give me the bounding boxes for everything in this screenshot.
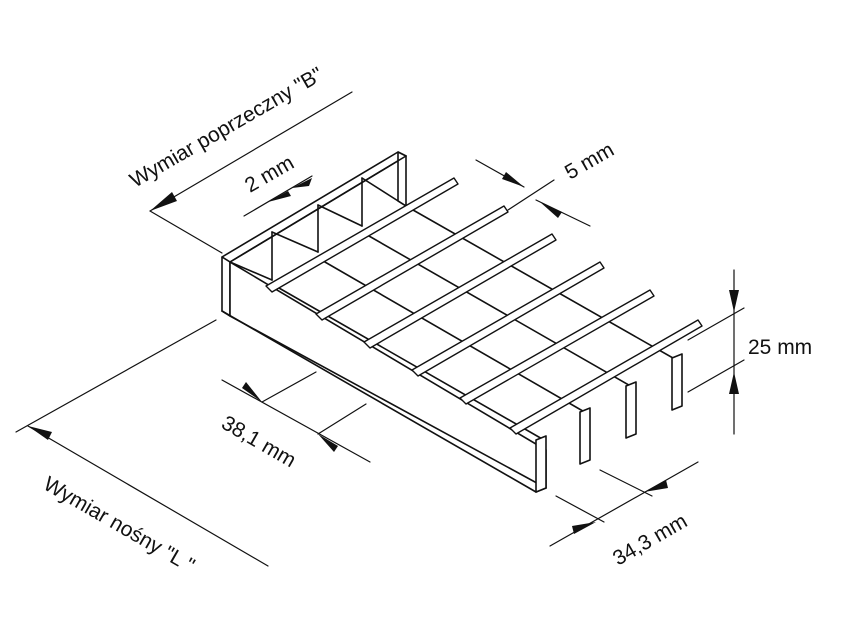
bearing-bars bbox=[271, 205, 681, 441]
length-dimension-label: Wymiar nośny "L " bbox=[40, 472, 199, 577]
cell-edge-a bbox=[229, 261, 273, 281]
height-ext-bottom bbox=[687, 359, 745, 393]
end-frame-top bbox=[221, 151, 407, 263]
bar-end-1 bbox=[535, 435, 547, 493]
bpitch-ext-2 bbox=[599, 469, 653, 497]
bpitch-ext-1 bbox=[555, 495, 605, 523]
crossbar-arrow-a bbox=[502, 172, 524, 187]
bar-thickness-label: 2 mm bbox=[241, 151, 298, 197]
grating-body bbox=[221, 151, 703, 493]
pitch-dim-line bbox=[221, 379, 371, 463]
end-frame-front bbox=[221, 256, 231, 317]
bearing-bar-ends bbox=[535, 353, 683, 493]
cross-bar-2 bbox=[315, 205, 509, 321]
bpitch-arrow-b bbox=[644, 480, 668, 492]
crossbar-ext-3 bbox=[507, 179, 555, 211]
cross-bars bbox=[265, 177, 703, 435]
bpitch-arrow-a bbox=[572, 522, 596, 534]
length-ext-line bbox=[15, 319, 217, 433]
cross-bar-width-label: 5 mm bbox=[561, 138, 618, 184]
cell-edge-c bbox=[317, 204, 363, 227]
pitch-arrow-b bbox=[318, 434, 338, 452]
bar-end-4 bbox=[671, 353, 683, 411]
cell-edge-d bbox=[361, 177, 407, 207]
bearing-bar-edge-3 bbox=[361, 231, 635, 389]
bearing-bar-pitch-label: 34,3 mm bbox=[609, 510, 691, 571]
crossbar-arrow-b bbox=[540, 202, 562, 218]
thickness-dim-line bbox=[243, 175, 313, 217]
cell-edge-b bbox=[271, 231, 319, 253]
cross-bar-3 bbox=[363, 233, 557, 349]
width-ext-line bbox=[149, 210, 223, 254]
length-arrow-head bbox=[28, 426, 52, 440]
thickness-arrow-a bbox=[268, 191, 291, 202]
cross-bar-4 bbox=[411, 261, 605, 377]
bar-height-dimension: 25 mm bbox=[687, 269, 812, 435]
width-arrow-head bbox=[150, 192, 177, 211]
cross-bar-6 bbox=[509, 319, 703, 435]
cross-bar-1 bbox=[265, 177, 459, 293]
frame-inner-edge bbox=[229, 155, 407, 263]
cross-bar-pitch-dimension: 38,1 mm bbox=[218, 371, 371, 472]
bearing-bar-pitch-dimension: 34,3 mm bbox=[549, 461, 699, 571]
pitch-ext-2 bbox=[317, 403, 367, 435]
bearing-bar-edge-1 bbox=[271, 283, 545, 441]
cross-bar-pitch-label: 38,1 mm bbox=[218, 411, 300, 472]
height-arrow-top bbox=[729, 290, 739, 312]
length-dim-line bbox=[27, 425, 269, 567]
pitch-ext-1 bbox=[261, 371, 317, 403]
bar-thickness-dimension: 2 mm bbox=[241, 151, 313, 217]
width-dimension-label: Wymiar poprzeczny "B" bbox=[126, 63, 327, 192]
width-dim-line bbox=[149, 91, 353, 212]
height-ext-top bbox=[687, 307, 745, 341]
bar-end-3 bbox=[625, 381, 637, 439]
height-arrow-bottom bbox=[729, 372, 739, 394]
front-corner-edge bbox=[221, 310, 231, 317]
length-dimension: Wymiar nośny "L " bbox=[15, 319, 269, 577]
front-bottom-edge bbox=[221, 310, 537, 493]
bearing-bar-edge-4 bbox=[405, 205, 681, 363]
pitch-arrow-a bbox=[242, 382, 262, 402]
bar-end-2 bbox=[579, 407, 591, 465]
cross-bar-5 bbox=[459, 289, 655, 405]
thickness-arrow-b bbox=[292, 178, 312, 188]
bar-height-label: 25 mm bbox=[748, 336, 812, 359]
bearing-bar-edge-2 bbox=[317, 257, 589, 415]
